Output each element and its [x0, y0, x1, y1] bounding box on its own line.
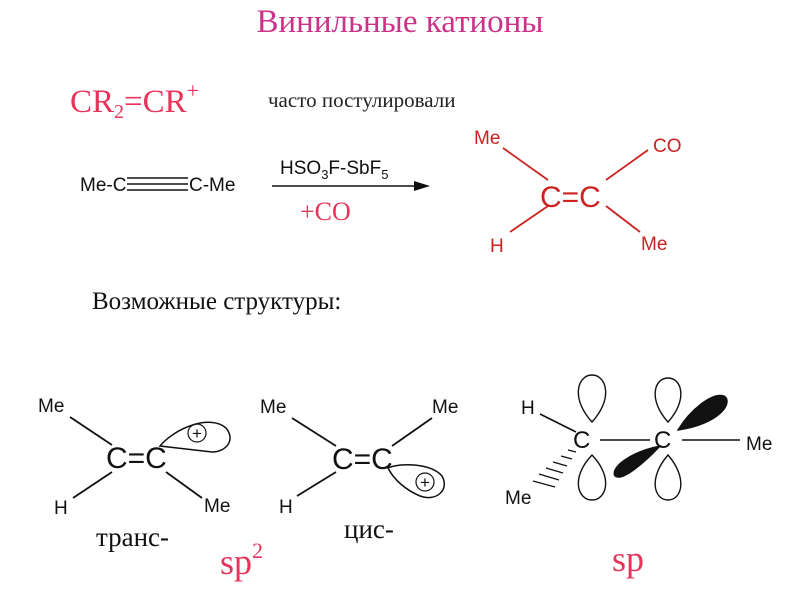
c2-p-orbitals [613, 377, 728, 501]
reagent-part-hso: HSO [280, 158, 321, 179]
linear-c2: C [654, 427, 671, 454]
cis-structure: Me Me C=C H + [260, 397, 458, 518]
cis-me-top-left: Me [260, 397, 286, 418]
cis-label: цис- [344, 514, 394, 544]
reagent-sub-5: 5 [381, 167, 388, 182]
reagent-part-fsbf: F-SbF [328, 158, 381, 179]
possible-structures-heading: Возможные структуры: [92, 288, 342, 315]
trans-double-bond: C=C [106, 442, 167, 475]
formula-subscript: 2 [114, 101, 125, 123]
linear-me-right: Me [746, 434, 772, 455]
cis-charge: + [420, 473, 430, 492]
trans-bonds [69, 416, 203, 499]
c1-p-orbitals [577, 374, 607, 501]
trans-charge-lobe: + [158, 421, 231, 453]
formula-charge: + [186, 78, 200, 103]
product-co: CO [653, 136, 682, 157]
sp2-label: sp2 [220, 538, 263, 583]
product-me-bottom: Me [641, 234, 667, 255]
reaction-scheme: Me-C C-Me HSO3F-SbF5 +CO [80, 158, 430, 226]
linear-me-left: Me [505, 488, 531, 509]
linear-hashed-bond [532, 449, 577, 488]
formula-part-cr: CR [70, 84, 115, 120]
reagent-sub-3: 3 [321, 167, 328, 182]
reactant-right: C-Me [189, 175, 235, 196]
linear-c1: C [573, 427, 590, 454]
trans-charge: + [192, 424, 202, 443]
trans-label: транс- [96, 522, 170, 552]
product-double-bond: C=C [540, 181, 601, 214]
postulated-note: часто постулировали [268, 88, 456, 112]
linear-structure: C C Me H Me [505, 374, 772, 509]
cis-h: H [279, 497, 293, 518]
linear-h: H [521, 398, 535, 419]
sp2-text: sp [220, 542, 253, 582]
reactant-left: Me-C [80, 175, 126, 196]
page-title: Винильные катионы [256, 4, 544, 40]
linear-h-bond [539, 413, 577, 433]
reagent-co: +CO [300, 197, 351, 226]
vinyl-cation-formula: CR2=CR+ [70, 78, 199, 124]
cis-me-top-right: Me [432, 397, 458, 418]
triple-bond [127, 177, 188, 191]
cis-charge-lobe: + [386, 463, 445, 499]
sp-label: sp [612, 539, 645, 579]
product-h: H [490, 236, 504, 257]
formula-part-eq-cr: =CR [124, 84, 187, 120]
product-structure: Me CO C=C H Me [474, 128, 682, 257]
trans-structure: Me C=C H Me + [38, 396, 231, 519]
cis-bonds [291, 417, 433, 497]
trans-me-bottom: Me [204, 496, 230, 517]
reaction-arrow [272, 181, 430, 191]
cis-double-bond: C=C [332, 443, 393, 476]
product-bonds [502, 147, 649, 233]
trans-h: H [54, 498, 68, 519]
reagent-superacid: HSO3F-SbF5 [280, 158, 388, 182]
trans-me-top: Me [38, 396, 64, 417]
sp2-superscript: 2 [252, 538, 264, 563]
product-me-top: Me [474, 128, 500, 149]
